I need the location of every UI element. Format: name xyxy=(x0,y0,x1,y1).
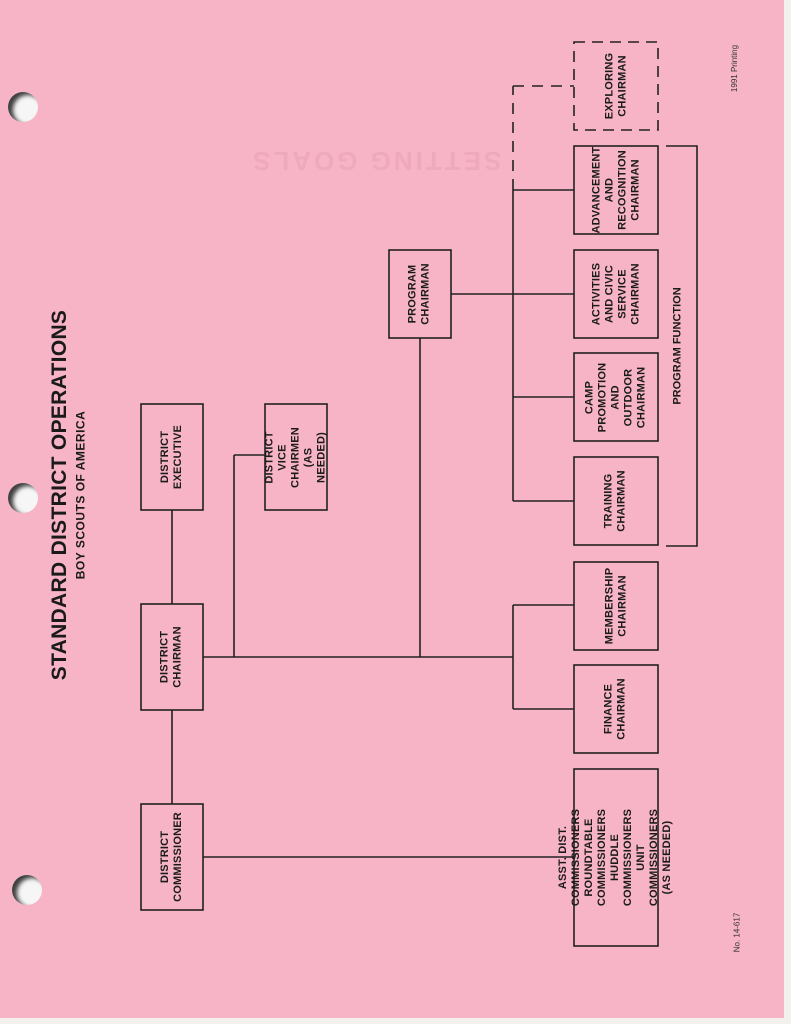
faint-bleed-through-text: SETTING GOALS xyxy=(250,146,502,176)
label-wrap-activities-civic-chairman: ACTIVITIES AND CIVIC SERVICE CHAIRMAN xyxy=(574,250,658,338)
advancement-recognition-chairman-label: ADVANCEMENT AND RECOGNITION CHAIRMAN xyxy=(590,146,642,234)
activities-civic-chairman-label: ACTIVITIES AND CIVIC SERVICE CHAIRMAN xyxy=(589,262,641,326)
printing-year-container: 1991 Printing xyxy=(695,44,775,91)
district-chairman-label: DISTRICT CHAIRMAN xyxy=(158,626,184,688)
printing-year: 1991 Printing xyxy=(730,44,740,92)
binder-hole-middle xyxy=(8,483,38,513)
label-wrap-camp-promotion-chairman: CAMP PROMOTION AND OUTDOOR CHAIRMAN xyxy=(574,353,658,441)
district-commissioner-label: DISTRICT COMMISSIONER xyxy=(159,812,185,902)
district-vice-chairmen-label: DISTRICT VICE CHAIRMEN (AS NEEDED) xyxy=(263,426,328,488)
label-wrap-district-commissioner: DISTRICT COMMISSIONER xyxy=(141,804,203,910)
label-wrap-training-chairman: TRAINING CHAIRMAN xyxy=(574,457,658,545)
program-function-container: PROGRAM FUNCTION xyxy=(578,287,778,404)
training-chairman-label: TRAINING CHAIRMAN xyxy=(602,470,628,532)
label-wrap-district-chairman: DISTRICT CHAIRMAN xyxy=(141,604,203,710)
label-wrap-program-chairman: PROGRAM CHAIRMAN xyxy=(389,250,451,338)
label-wrap-district-executive: DISTRICT EXECUTIVE xyxy=(141,404,203,510)
finance-chairman-label: FINANCE CHAIRMAN xyxy=(602,678,628,740)
assistant-commissioners-label: ASST. DIST. COMMISSIONERS ROUNDTABLE COM… xyxy=(557,808,674,907)
label-wrap-finance-chairman: FINANCE CHAIRMAN xyxy=(574,665,658,753)
program-function-label: PROGRAM FUNCTION xyxy=(671,287,684,405)
box-exploring-chairman xyxy=(573,41,659,131)
camp-promotion-chairman-label: CAMP PROMOTION AND OUTDOOR CHAIRMAN xyxy=(583,362,648,432)
membership-chairman-label: MEMBERSHIP CHAIRMAN xyxy=(603,567,628,645)
program-chairman-label: PROGRAM CHAIRMAN xyxy=(406,263,432,325)
box-district-vice-chairmen xyxy=(264,403,328,511)
district-executive-label: DISTRICT EXECUTIVE xyxy=(159,424,184,490)
label-wrap-exploring-chairman: EXPLORING CHAIRMAN xyxy=(574,42,658,130)
label-wrap-assistant-commissioners: ASST. DIST. COMMISSIONERS ROUNDTABLE COM… xyxy=(558,769,674,946)
label-wrap-advancement-recognition-chairman: ADVANCEMENT AND RECOGNITION CHAIRMAN xyxy=(574,146,658,234)
form-number: No. 14-617 xyxy=(732,912,742,952)
binder-hole-bottom xyxy=(12,875,42,905)
label-wrap-membership-chairman: MEMBERSHIP CHAIRMAN xyxy=(574,562,658,650)
page-subtitle: BOY SCOUTS OF AMERICA xyxy=(72,410,87,580)
binder-hole-top xyxy=(8,92,38,122)
form-number-container: No. 14-617 xyxy=(702,912,772,952)
box-membership-chairman xyxy=(573,561,659,651)
exploring-chairman-label: EXPLORING CHAIRMAN xyxy=(603,52,628,120)
label-wrap-district-vice-chairmen: DISTRICT VICE CHAIRMEN (AS NEEDED) xyxy=(263,404,328,510)
